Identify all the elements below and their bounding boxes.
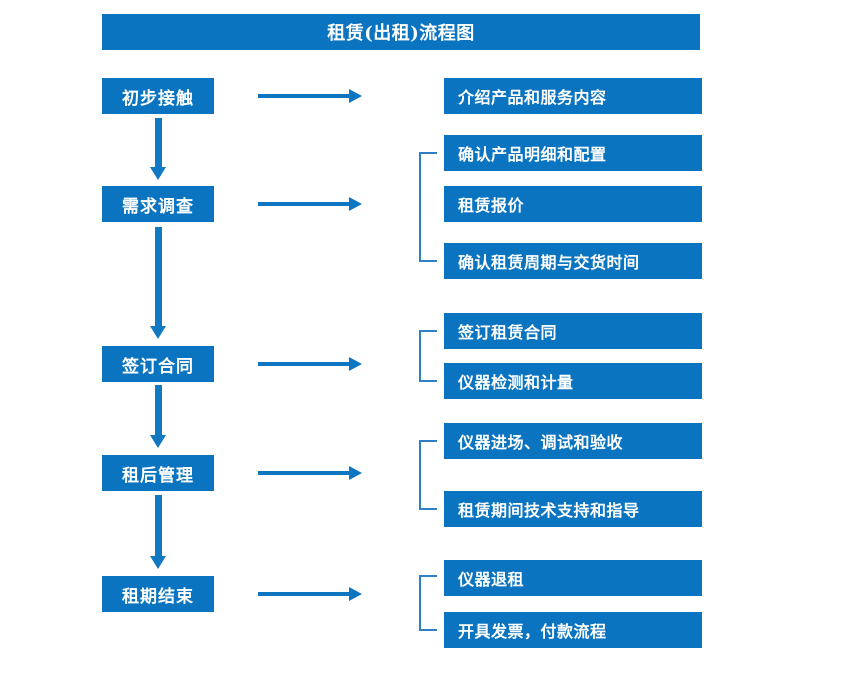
- detail-box[interactable]: 仪器进场、调试和验收: [444, 423, 702, 459]
- arrow-down-icon: [150, 385, 166, 448]
- group-bracket: [419, 330, 437, 382]
- arrow-shaft: [258, 592, 350, 596]
- detail-box[interactable]: 仪器检测和计量: [444, 363, 702, 399]
- group-bracket: [419, 440, 437, 510]
- arrow-shaft: [258, 362, 350, 366]
- arrow-shaft: [155, 385, 162, 437]
- arrow-head: [349, 357, 362, 371]
- detail-box[interactable]: 租赁报价: [444, 186, 702, 222]
- detail-box[interactable]: 介绍产品和服务内容: [444, 78, 702, 114]
- stage-box[interactable]: 初步接触: [102, 78, 214, 114]
- group-bracket: [419, 152, 437, 262]
- arrow-shaft: [155, 495, 162, 558]
- arrow-right-icon: [258, 197, 362, 211]
- arrow-down-icon: [150, 495, 166, 569]
- group-bracket: [419, 575, 437, 631]
- arrow-down-icon: [150, 118, 166, 180]
- detail-box[interactable]: 签订租赁合同: [444, 313, 702, 349]
- detail-box[interactable]: 确认租赁周期与交货时间: [444, 243, 702, 279]
- arrow-head: [349, 89, 362, 103]
- detail-box[interactable]: 开具发票，付款流程: [444, 612, 702, 648]
- stage-box[interactable]: 需求调查: [102, 186, 214, 222]
- arrow-right-icon: [258, 587, 362, 601]
- arrow-shaft: [258, 94, 350, 98]
- detail-box[interactable]: 确认产品明细和配置: [444, 135, 702, 171]
- arrow-head: [349, 466, 362, 480]
- detail-box[interactable]: 仪器退租: [444, 560, 702, 596]
- stage-box[interactable]: 租期结束: [102, 576, 214, 612]
- arrow-head: [150, 556, 166, 569]
- arrow-head: [349, 587, 362, 601]
- page-title: 租赁(出租)流程图: [102, 14, 700, 50]
- arrow-down-icon: [150, 227, 166, 339]
- arrow-head: [150, 167, 166, 180]
- arrow-shaft: [155, 227, 162, 328]
- arrow-shaft: [258, 202, 350, 206]
- detail-box[interactable]: 租赁期间技术支持和指导: [444, 491, 702, 527]
- arrow-head: [150, 435, 166, 448]
- arrow-right-icon: [258, 466, 362, 480]
- arrow-shaft: [155, 118, 162, 169]
- stage-box[interactable]: 租后管理: [102, 455, 214, 491]
- arrow-head: [150, 326, 166, 339]
- arrow-right-icon: [258, 89, 362, 103]
- stage-box[interactable]: 签订合同: [102, 346, 214, 382]
- arrow-right-icon: [258, 357, 362, 371]
- arrow-shaft: [258, 471, 350, 475]
- arrow-head: [349, 197, 362, 211]
